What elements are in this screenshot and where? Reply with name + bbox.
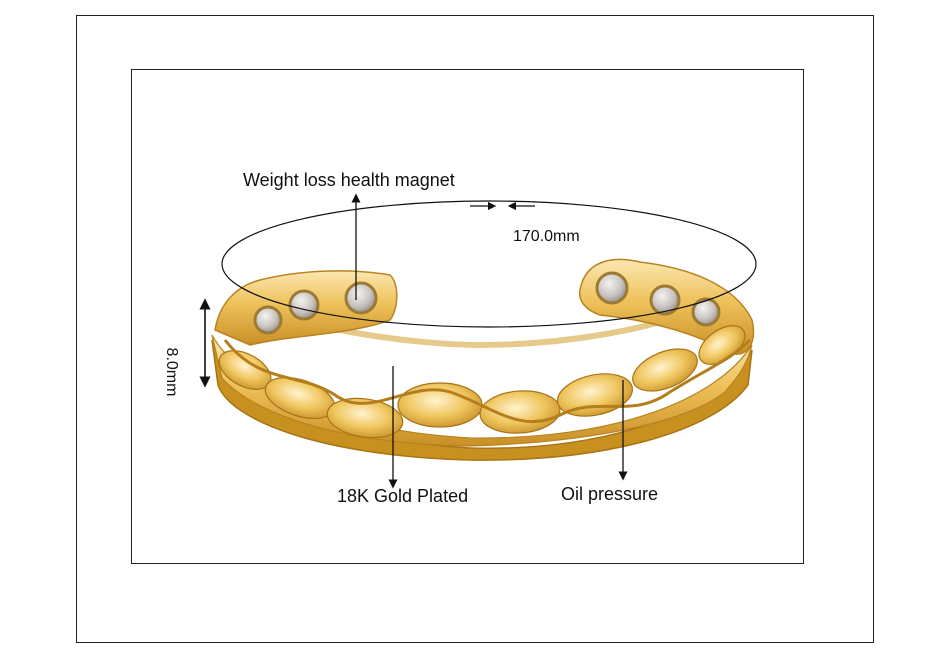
oil-pressure-label: Oil pressure [561, 484, 659, 504]
magnet-icon [595, 271, 629, 305]
magnet-icon [344, 281, 378, 315]
left-end [214, 270, 398, 346]
woven-pattern [218, 325, 752, 439]
magnet-icon [691, 297, 721, 327]
magnet-icon [649, 284, 681, 316]
plating-label: 18K Gold Plated [337, 486, 469, 506]
right-end [578, 258, 755, 355]
diameter-ellipse [221, 200, 757, 328]
outer-frame [76, 15, 874, 643]
magnet-label: Weight loss health magnet [243, 170, 455, 190]
magnet-icon [288, 289, 320, 321]
diameter-label: 170.0mm [513, 228, 580, 245]
magnet-icon [253, 305, 283, 335]
width-label: 8.0mm [163, 347, 180, 397]
inner-frame [131, 69, 804, 564]
